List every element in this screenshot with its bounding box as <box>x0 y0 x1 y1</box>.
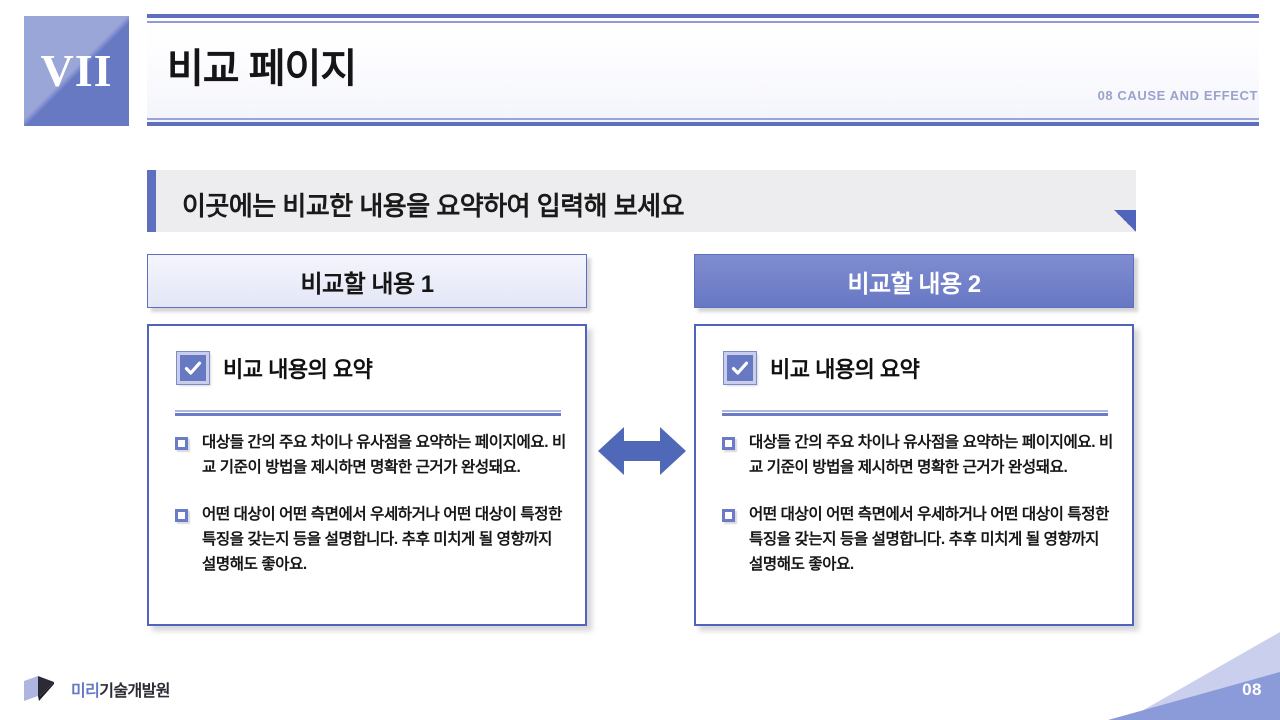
comparison-card-1[interactable]: 비교 내용의 요약 대상들 간의 주요 차이나 유사점을 요약하는 페이지에요.… <box>147 324 587 626</box>
list-item: 어떤 대상이 어떤 측면에서 우세하거나 어떤 대상이 특정한 특징을 갖는지 … <box>175 502 567 577</box>
header-rule-bottom-thin <box>147 118 1259 120</box>
company-logo: 미리기술개발원 <box>22 675 170 703</box>
card-2-title-row: 비교 내용의 요약 <box>723 351 920 385</box>
card-2-bullet-2-text: 어떤 대상이 어떤 측면에서 우세하거나 어떤 대상이 특정한 특징을 갖는지 … <box>749 506 1109 574</box>
logo-mark-icon <box>22 675 62 703</box>
card-1-title-row: 비교 내용의 요약 <box>176 351 373 385</box>
list-item: 대상들 간의 주요 차이나 유사점을 요약하는 페이지에요. 비교 기준이 방법… <box>722 430 1114 480</box>
header-rule-bottom-thick <box>147 122 1259 126</box>
summary-banner-accent-bar <box>147 170 156 232</box>
header-band <box>147 14 1259 126</box>
comparison-card-2[interactable]: 비교 내용의 요약 대상들 간의 주요 차이나 유사점을 요약하는 페이지에요.… <box>694 324 1134 626</box>
summary-banner <box>147 170 1136 232</box>
square-bullet-icon <box>175 509 188 523</box>
summary-banner-corner-triangle <box>1114 210 1136 232</box>
card-1-title: 비교 내용의 요약 <box>223 357 373 382</box>
header-rule-top-thin <box>147 21 1259 23</box>
header-rule-top-thick <box>147 14 1259 18</box>
card-1-bullet-list: 대상들 간의 주요 차이나 유사점을 요약하는 페이지에요. 비교 기준이 방법… <box>175 430 567 600</box>
square-bullet-icon <box>722 437 735 450</box>
card-2-bullet-1-text: 대상들 간의 주요 차이나 유사점을 요약하는 페이지에요. 비교 기준이 방법… <box>749 434 1113 477</box>
company-logo-text: 미리기술개발원 <box>71 677 170 701</box>
check-icon <box>723 351 757 385</box>
card-2-bullet-list: 대상들 간의 주요 차이나 유사점을 요약하는 페이지에요. 비교 기준이 방법… <box>722 430 1114 600</box>
card-2-title: 비교 내용의 요약 <box>770 357 920 382</box>
card-1-title-underline <box>175 410 561 416</box>
company-logo-text-secondary: 기술개발원 <box>99 683 170 700</box>
list-item: 대상들 간의 주요 차이나 유사점을 요약하는 페이지에요. 비교 기준이 방법… <box>175 430 567 480</box>
page-title: 비교 페이지 <box>167 47 357 91</box>
corner-decoration <box>1048 620 1280 720</box>
double-arrow-horizontal-icon <box>598 424 686 478</box>
column-header-2[interactable]: 비교할 내용 2 <box>694 254 1134 308</box>
card-2-title-underline <box>722 410 1108 416</box>
card-1-bullet-2-text: 어떤 대상이 어떤 측면에서 우세하거나 어떤 대상이 특정한 특징을 갖는지 … <box>202 506 562 574</box>
section-number-badge: VII <box>24 16 129 126</box>
summary-banner-text: 이곳에는 비교한 내용을 요약하여 입력해 보세요 <box>182 191 685 221</box>
column-header-1[interactable]: 비교할 내용 1 <box>147 254 587 308</box>
column-header-2-label: 비교할 내용 2 <box>847 270 981 298</box>
check-icon <box>176 351 210 385</box>
column-header-1-label: 비교할 내용 1 <box>300 270 434 298</box>
square-bullet-icon <box>722 509 735 523</box>
square-bullet-icon <box>175 437 188 450</box>
card-1-bullet-1-text: 대상들 간의 주요 차이나 유사점을 요약하는 페이지에요. 비교 기준이 방법… <box>202 434 566 477</box>
company-logo-text-primary: 미리 <box>71 683 100 700</box>
page-number: 08 <box>1242 680 1262 699</box>
section-label: 08 CAUSE AND EFFECT <box>1097 88 1258 103</box>
list-item: 어떤 대상이 어떤 측면에서 우세하거나 어떤 대상이 특정한 특징을 갖는지 … <box>722 502 1114 577</box>
section-number-text: VII <box>40 45 113 96</box>
